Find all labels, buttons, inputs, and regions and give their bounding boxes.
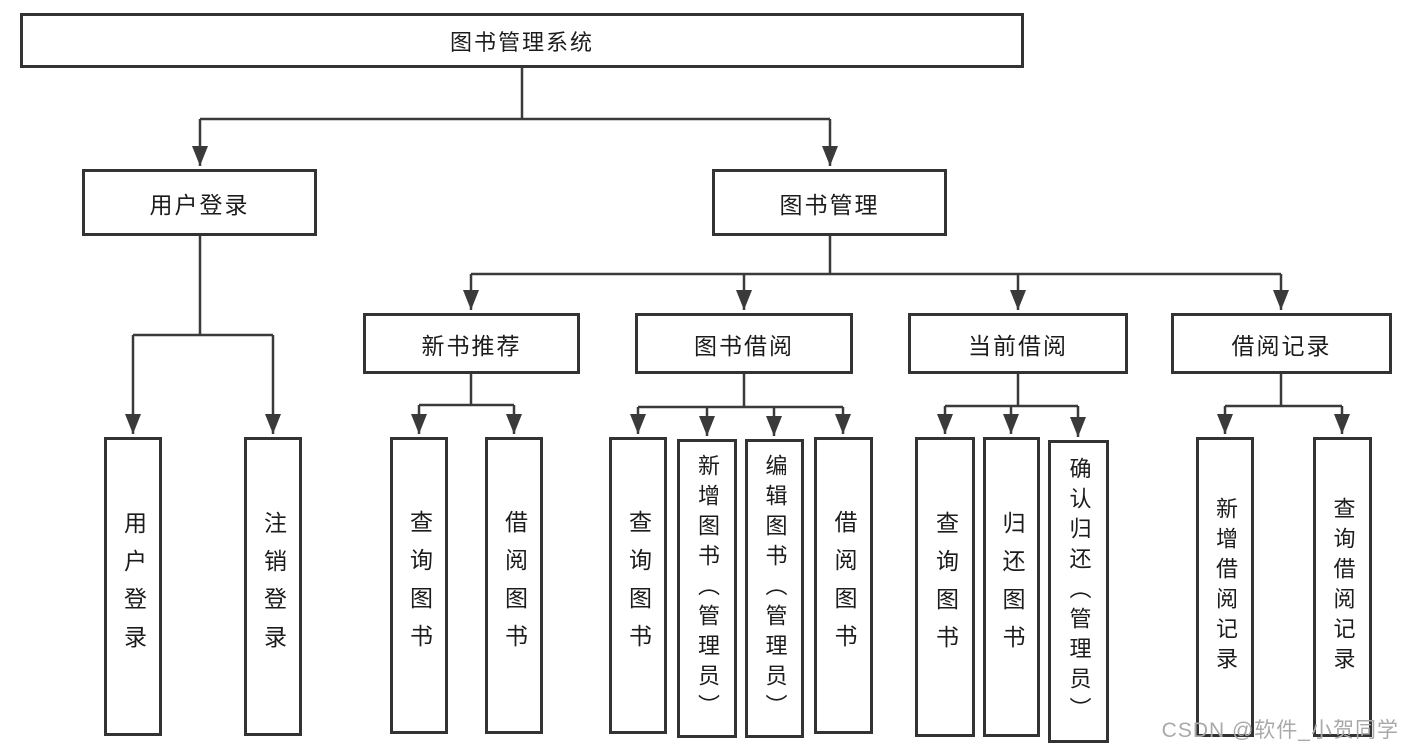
node-label: 新书推荐 bbox=[421, 332, 522, 359]
node-borrowing-records: 借阅记录 bbox=[1171, 313, 1392, 374]
node-borrow-books-borrowing: 借阅图书 bbox=[814, 437, 873, 734]
node-return-books: 归还图书 bbox=[983, 437, 1040, 737]
node-add-borrow-record: 新增借阅记录 bbox=[1196, 437, 1254, 737]
node-confirm-return-admin: 确认归还（管理员） bbox=[1048, 440, 1109, 743]
node-add-books-admin: 新增图书（管理员） bbox=[677, 439, 737, 738]
node-book-management-branch: 图书管理 bbox=[712, 169, 947, 236]
node-label: 查询图书 bbox=[406, 509, 433, 662]
node-root-library-system: 图书管理系统 bbox=[20, 13, 1024, 68]
node-current-borrowing: 当前借阅 bbox=[908, 313, 1128, 374]
node-borrow-books-recommend: 借阅图书 bbox=[485, 437, 543, 734]
node-label: 新增图书（管理员） bbox=[695, 453, 720, 724]
node-query-borrow-record: 查询借阅记录 bbox=[1313, 437, 1372, 737]
node-label: 查询图书 bbox=[625, 509, 652, 662]
node-label: 图书借阅 bbox=[694, 332, 794, 359]
node-logout: 注销登录 bbox=[244, 437, 302, 736]
csdn-watermark: CSDN @软件_小贺同学 bbox=[1161, 719, 1399, 742]
node-edit-books-admin: 编辑图书（管理员） bbox=[745, 439, 804, 738]
node-label: 归还图书 bbox=[999, 511, 1025, 663]
node-label: 确认归还（管理员） bbox=[1066, 456, 1092, 727]
node-label: 查询图书 bbox=[932, 511, 959, 663]
node-query-books-current: 查询图书 bbox=[915, 437, 975, 737]
node-label: 图书管理 bbox=[779, 191, 880, 218]
node-label: 借阅图书 bbox=[831, 509, 857, 662]
node-label: 用户登录 bbox=[120, 510, 147, 663]
node-query-books-borrowing: 查询图书 bbox=[609, 437, 667, 734]
node-user-login-branch: 用户登录 bbox=[82, 169, 317, 236]
node-label: 当前借阅 bbox=[968, 332, 1068, 359]
node-new-book-recommend: 新书推荐 bbox=[363, 313, 580, 374]
node-label: 注销登录 bbox=[260, 510, 287, 663]
node-label: 查询借阅记录 bbox=[1330, 497, 1356, 677]
node-user-login: 用户登录 bbox=[104, 437, 162, 736]
node-label: 用户登录 bbox=[149, 191, 250, 218]
node-label: 借阅记录 bbox=[1231, 332, 1332, 359]
node-query-books-recommend: 查询图书 bbox=[390, 437, 448, 734]
node-label: 编辑图书（管理员） bbox=[762, 453, 788, 724]
node-label: 图书管理系统 bbox=[449, 29, 594, 55]
node-book-borrowing: 图书借阅 bbox=[635, 313, 853, 374]
node-label: 借阅图书 bbox=[501, 509, 528, 662]
node-label: 新增借阅记录 bbox=[1213, 497, 1238, 677]
